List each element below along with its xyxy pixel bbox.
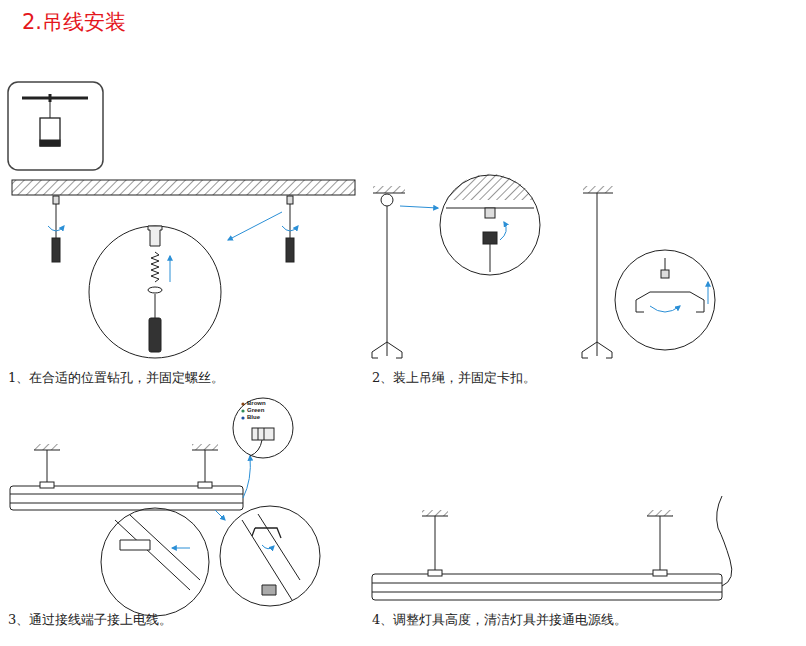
- step-caption: 2、装上吊绳，并固定卡扣。: [372, 371, 536, 385]
- step-caption: 4、调整灯具高度，清洁灯具并接通电源线。: [372, 613, 627, 627]
- wire-color-label: Brown: [247, 400, 266, 407]
- wire-color-label: Blue: [247, 414, 260, 421]
- step-caption: 3、通过接线端子接上电线。: [8, 613, 172, 627]
- wire-color-label: Green: [247, 407, 264, 414]
- section-title: 2.吊线安装: [22, 8, 126, 36]
- step-caption: 1、在合适的位置钻孔，并固定螺丝。: [8, 371, 224, 385]
